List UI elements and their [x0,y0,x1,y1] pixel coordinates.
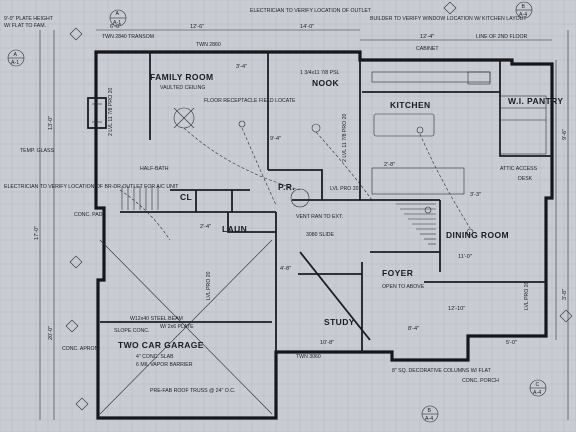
open-above-note: OPEN TO ABOVE [382,284,425,290]
exterior-walls [94,50,554,420]
wall-fireplace-note: W/ FLAT TO FAM. [4,23,46,29]
joist-callout-dining: LVL PRO 20 [524,281,530,310]
cabinet-note: CABINET [416,46,439,52]
dim-text: 5'-0" [506,340,517,346]
conc-porch-note: CONC. PORCH [462,378,499,384]
dim-text: 13'-0" [48,116,54,130]
attic-note: ATTIC ACCESS [500,166,538,172]
dim-text: 20'-0" [48,326,54,340]
floor-receptacle-note: FLOOR RECEPTACLE FIELD LOCATE [204,98,296,104]
builder-verify-note: BUILDER TO VERIFY WINDOW LOCATION W/ KIT… [370,16,527,22]
decorative-column-note: 8" SQ. DECORATIVE COLUMNS W/ FLAT [392,368,492,374]
fireplace-icon [87,97,107,129]
second-floor-line-note: LINE OF 2ND FLOOR [476,34,528,40]
nook-label: NOOK [312,78,340,88]
dim-text: 12'-4" [420,34,434,40]
plate-note: W/ 2x6 PLATE [160,324,194,330]
electrician-left-note: ELECTRICIAN TO VERIFY LOCATION OF BR-DR … [4,184,179,190]
dim-text: 8'-4" [408,326,419,332]
window-tag-2: TWN 2860 [196,42,221,48]
conc-pad-note: CONC. PAD [74,212,103,218]
dimension-lines [39,29,569,420]
kitchen-label: KITCHEN [390,100,431,110]
dim-text: 12'-10" [448,306,465,312]
section-letter: A [116,11,120,17]
window-tag-1: TWN 2840 TRANSOM [102,34,154,40]
dim-text: 3'-4" [236,64,247,70]
dim-text: 2'-4" [200,224,211,230]
section-marker-b-top: B A-4 [515,1,533,19]
dim-text: 3'-3" [470,192,481,198]
joist-callout-nook: 2 LVL 11 7/8 PRO 20 [342,114,348,162]
dim-text: 6'-0" [110,24,121,30]
section-marker-c-right: C A-4 [529,379,547,397]
stair-treads [121,186,436,245]
section-sheet: A-1 [11,60,19,66]
dim-text: 10'-8" [320,340,334,346]
family-room-label: FAMILY ROOM [150,72,213,82]
slope-note: SLOPE CONC. [114,328,149,334]
electrical-symbols [238,120,474,236]
plate-height-note: 9'-0" PLATE HEIGHT [4,16,54,22]
joist-note-1: 1 3/4x11 7/8 PSL [300,70,340,76]
temp-glass-note: TEMP. GLASS [20,148,54,154]
desk-label: DESK [518,176,533,182]
section-sheet: A-4 [425,416,433,422]
section-marker-a-left: A A-1 [7,49,25,67]
interior-walls [120,52,552,352]
dining-room-label: DINING ROOM [446,230,509,240]
section-letter: A [14,52,18,58]
family-room-subtitle: VAULTED CEILING [160,85,205,91]
joist-callout-garage: LVL PRO 20 [206,271,212,300]
conc-apron-note: CONC. APRON [62,346,99,352]
pantry-label: W.I. PANTRY [508,96,563,106]
electrical-wiring [119,127,471,241]
garage-beam-cross [99,239,273,415]
window-tag-diamonds [65,1,573,411]
garage-label: TWO CAR GARAGE [118,340,204,350]
electrician-top-note: ELECTRICIAN TO VERIFY LOCATION OF OUTLET [250,8,372,14]
study-label: STUDY [324,317,355,327]
dim-text: 11'-0" [458,254,472,260]
ceiling-fan-icon [173,107,195,129]
foyer-label: FOYER [382,268,413,278]
dim-text: 12'-6" [190,24,204,30]
section-marker-b-bottom: B A-4 [421,405,439,423]
slab-note: 4" CONC. SLAB [136,354,174,360]
section-letter: B [522,4,526,10]
half-bath-label: HALF-BATH [140,166,169,172]
section-letter: B [428,408,432,414]
joist-note-2: LVL PRO 20 [330,186,359,192]
roof-truss-note: PRE-FAB ROOF TRUSS @ 24" O.C. [150,388,235,394]
dim-text: 14'-0" [300,24,314,30]
dim-text: 17'-0" [34,226,40,240]
dim-text: 9'-6" [562,129,568,140]
window-tag-3: 3080 SLIDE [306,232,335,238]
kitchen-counters [371,71,547,195]
dim-text: 9'-4" [270,136,281,142]
dim-text: 3'-8" [562,289,568,300]
vent-note: VENT RAN TO EXT. [296,214,343,220]
dim-text: 4'-8" [280,266,291,272]
section-letter: C [536,382,540,388]
section-sheet: A-1 [113,20,121,26]
vapor-note: 6 MIL VAPOR BARRIER [136,362,193,368]
steel-beam-note: W12x40 STEEL BEAM [130,316,183,322]
dim-text: 2'-8" [384,162,395,168]
pr-label: P.R. [278,182,295,192]
laundry-label: LAUN [222,224,247,234]
section-sheet: A-4 [533,390,541,396]
joist-callout-left: 2 LVL 11 7/8 PRO 20 [108,88,114,136]
window-tag-4: TWN 3060 [296,354,321,360]
closet-label: CL [180,192,192,202]
section-sheet: A-4 [519,12,527,18]
section-marker-a-top: A A-1 [109,9,127,27]
